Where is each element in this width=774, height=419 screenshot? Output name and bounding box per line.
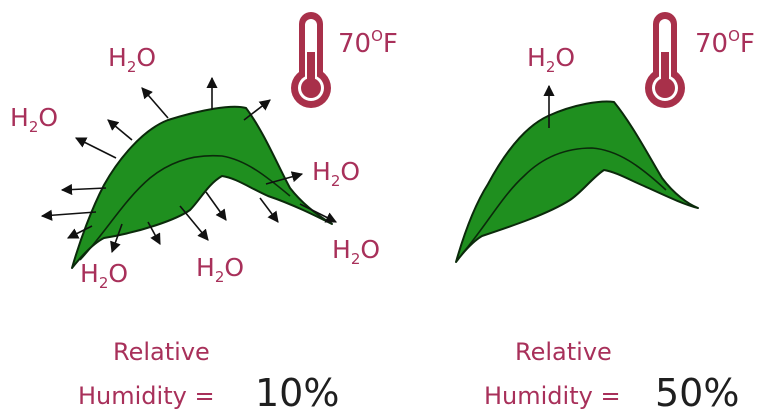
humidity-label: Humidity = [484, 382, 621, 410]
arrow-icon [107, 119, 133, 141]
arrow-icon [110, 223, 123, 254]
temperature-unit: F [740, 29, 755, 59]
arrow-icon [243, 99, 271, 121]
panel-high-humidity: 70OF H2O Relative Humidity = 50% [455, 12, 755, 415]
arrow-icon [147, 221, 161, 245]
arrow-icon [141, 87, 169, 119]
temperature-value: 70 [338, 29, 371, 59]
water-vapor-label: H2O [527, 43, 575, 76]
humidity-value: 10% [255, 371, 339, 415]
temperature-label: 70OF [695, 27, 755, 59]
temperature-value: 70 [695, 29, 728, 59]
panel-low-humidity: 70OF H2O H2O H2O H2O H2 [10, 12, 398, 415]
arrow-icon [60, 183, 107, 196]
degree-symbol: O [371, 27, 383, 45]
arrow-icon [40, 209, 97, 221]
thermometer-icon [645, 12, 685, 108]
thermometer-icon [291, 12, 331, 108]
water-vapor-label: H2O [80, 259, 128, 292]
humidity-value: 50% [655, 371, 739, 415]
water-vapor-label: H2O [10, 103, 58, 136]
arrow-icon [265, 171, 304, 185]
arrow-icon [205, 191, 227, 221]
water-vapor-label: H2O [108, 43, 156, 76]
arrow-icon [74, 137, 117, 159]
arrow-icon [179, 205, 209, 241]
temperature-label: 70OF [338, 27, 398, 59]
evaporation-arrows [40, 76, 338, 254]
temperature-unit: F [383, 29, 398, 59]
arrow-icon [259, 197, 279, 223]
water-vapor-label: H2O [196, 253, 244, 286]
humidity-label: Humidity = [78, 382, 215, 410]
water-vapor-label: H2O [332, 235, 380, 268]
leaf-icon [71, 105, 333, 269]
relative-label: Relative [515, 338, 612, 366]
degree-symbol: O [728, 27, 740, 45]
leaf-icon [455, 100, 699, 263]
water-vapor-label: H2O [312, 157, 360, 190]
arrow-icon [66, 225, 93, 239]
relative-label: Relative [113, 338, 210, 366]
arrow-icon [299, 203, 338, 223]
